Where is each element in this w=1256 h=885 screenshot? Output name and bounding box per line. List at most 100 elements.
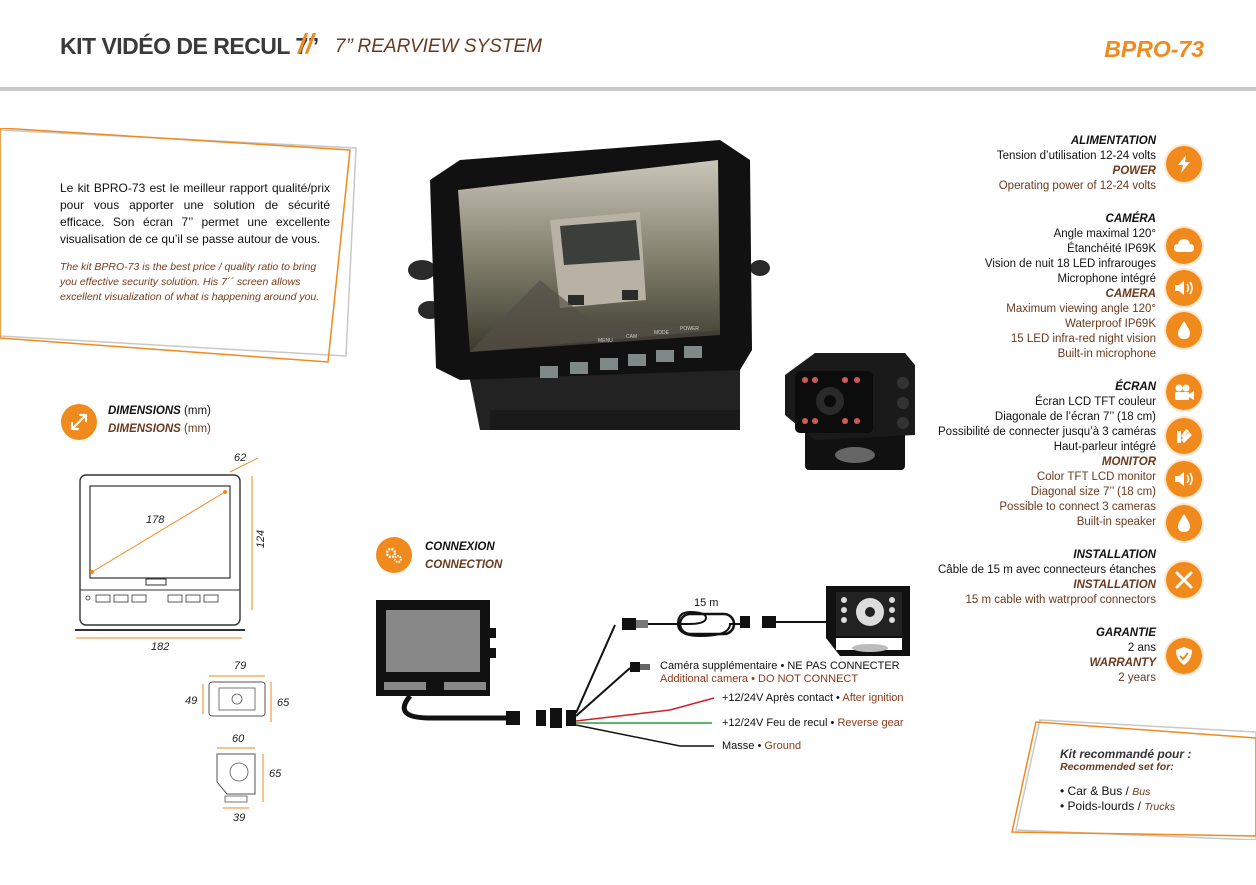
recommended-subtitle: Recommended set for: (1060, 761, 1174, 773)
water-drop-icon-screen (1166, 505, 1202, 541)
spec-camera-line-fr-2: Étanchéité IP69K (1067, 243, 1156, 255)
dimensions-title-en: DIMENSIONS (108, 423, 181, 435)
dimensions-unit-fr: (mm) (184, 405, 211, 417)
spec-screen-line-fr-1: Écran LCD TFT couleur (1034, 396, 1156, 408)
reverse-label-en: Reverse gear (837, 717, 904, 729)
photo-button-cam: CAM (626, 334, 637, 340)
spec-screen-line-en-4: Built-in speaker (1076, 516, 1156, 528)
spec-camera-heading-en: CAMERA (1105, 288, 1156, 300)
photo-button-power: POWER (680, 326, 699, 332)
model-code: BPRO-73 (1104, 36, 1204, 62)
spec-warranty-line-en: 2 years (1118, 672, 1156, 684)
reverse-label-fr: +12/24V Feu de recul • (722, 717, 835, 729)
header-divider (0, 87, 1256, 91)
connection-label-french: CONNEXION (425, 541, 495, 553)
photo-button-menu: MENU (598, 338, 613, 344)
dim-camera-front-height-left: 49 (185, 695, 198, 707)
spec-screen-heading-fr: ÉCRAN (1115, 381, 1156, 393)
speaker-icon-screen (1166, 461, 1202, 497)
spec-warranty: GARANTIE 2 ans WARRANTY 2 years (1090, 626, 1156, 686)
connection-diagram (376, 586, 910, 747)
spec-install-heading-en: INSTALLATION (1073, 579, 1156, 591)
spec-screen-line-en-3: Possible to connect 3 cameras (999, 501, 1156, 513)
photo-button-mode: MODE (654, 330, 670, 336)
camera-side-dimension-drawing (216, 747, 264, 809)
spec-camera-line-en-2: Waterproof IP69K (1065, 318, 1156, 330)
ground-label-en: Ground (764, 740, 802, 752)
dim-camera-front-width: 79 (234, 660, 247, 672)
monitor-product-photo: MENU CAM MODE POWER (408, 140, 770, 430)
spec-warranty-heading-fr: GARANTIE (1095, 627, 1156, 639)
ignition-label-fr: +12/24V Après contact • (722, 692, 840, 704)
ignition-wire-label: +12/24V Après contact • After ignition (722, 692, 904, 704)
dimensions-title-fr: DIMENSIONS (108, 405, 181, 417)
resize-arrows-icon (61, 404, 97, 440)
title-separator: // (298, 28, 314, 59)
recommended-item-trucks-fr: • Poids-lourds / (1060, 799, 1141, 813)
cloud-icon (1166, 228, 1202, 264)
spec-power-line-fr: Tension d’utilisation 12-24 volts (996, 150, 1156, 162)
spec-screen-heading-en: MONITOR (1101, 456, 1156, 468)
spec-camera-line-en-3: 15 LED infra-red night vision (1010, 333, 1156, 345)
recommended-frame (1011, 719, 1256, 840)
gears-icon (376, 537, 412, 573)
spec-screen-line-en-2: Diagonal size 7’’ (18 cm) (1030, 486, 1156, 498)
ground-label-fr: Masse • (722, 740, 762, 752)
page-header: KIT VIDÉO DE RECUL 7’’ // 7’’ REARVIEW S… (0, 0, 1256, 92)
spec-camera: CAMÉRA Angle maximal 120° Étanchéité IP6… (985, 212, 1156, 362)
spec-camera-line-fr-1: Angle maximal 120° (1053, 228, 1156, 240)
spec-screen: ÉCRAN Écran LCD TFT couleur Diagonale de… (938, 380, 1156, 530)
spec-camera-heading-fr: CAMÉRA (1105, 213, 1156, 225)
camera-front-dimension-drawing (202, 675, 272, 722)
recommended-title: Kit recommandé pour : (1060, 747, 1192, 761)
extra-camera-label-fr: Caméra supplémentaire • NE PAS CONNECTER (660, 660, 900, 672)
dim-camera-side-height: 65 (269, 768, 282, 780)
dim-monitor-diagonal: 178 (146, 514, 165, 526)
dimensions-label-french: DIMENSIONS (mm) (108, 402, 211, 420)
color-palette-icon (1166, 418, 1202, 454)
spec-camera-line-fr-4: Microphone intégré (1057, 273, 1156, 285)
spec-camera-line-en-4: Built-in microphone (1057, 348, 1156, 360)
dim-monitor-height: 124 (255, 529, 268, 549)
connection-label-english: CONNECTION (425, 559, 503, 571)
spec-install-line-en: 15 m cable with watrproof connectors (965, 594, 1156, 606)
cable-length-label: 15 m (694, 597, 719, 609)
spec-install-line-fr: Câble de 15 m avec connecteurs étanches (938, 564, 1156, 576)
dim-monitor-depth: 62 (234, 452, 247, 464)
water-drop-icon (1166, 312, 1202, 348)
spec-power-heading-en: POWER (1112, 165, 1156, 177)
recommended-item-bus-fr: • Car & Bus / (1060, 784, 1129, 798)
ground-wire-label: Masse • Ground (722, 740, 801, 752)
lightning-icon (1166, 146, 1202, 182)
spec-screen-line-fr-3: Possibilité de connecter jusqu’à 3 camér… (938, 426, 1156, 438)
spec-screen-line-en-1: Color TFT LCD monitor (1036, 471, 1156, 483)
spec-power: ALIMENTATION Tension d’utilisation 12-24… (997, 134, 1156, 194)
title-english: 7’’ REARVIEW SYSTEM (335, 36, 542, 57)
dim-camera-front-height-right: 65 (277, 697, 290, 709)
tools-icon (1166, 562, 1202, 598)
reverse-wire-label: +12/24V Feu de recul • Reverse gear (722, 717, 904, 729)
recommended-item-trucks-en: Trucks (1144, 801, 1175, 813)
camera-product-photo (785, 353, 915, 470)
monitor-dimension-drawing (75, 457, 259, 639)
dimensions-unit-en: (mm) (184, 423, 211, 435)
recommended-item-bus-en: Bus (1132, 786, 1151, 798)
dim-camera-side-top: 60 (232, 733, 245, 745)
recommended-item-trucks: • Poids-lourds / Trucks (1060, 799, 1175, 813)
video-camera-icon (1166, 374, 1202, 410)
shield-check-icon (1166, 638, 1202, 674)
spec-warranty-line-fr: 2 ans (1127, 642, 1156, 654)
spec-warranty-heading-en: WARRANTY (1089, 657, 1156, 669)
recommended-item-bus: • Car & Bus / Bus (1060, 784, 1150, 798)
ignition-label-en: After ignition (842, 692, 904, 704)
spec-screen-line-fr-2: Diagonale de l’écran 7’’ (18 cm) (994, 411, 1156, 423)
dim-camera-side-bottom: 39 (233, 812, 246, 824)
intro-text-english: The kit BPRO-73 is the best price / qual… (60, 261, 320, 303)
spec-install-heading-fr: INSTALLATION (1073, 549, 1156, 561)
spec-camera-line-en-1: Maximum viewing angle 120° (1006, 303, 1156, 315)
title-french: KIT VIDÉO DE RECUL 7’’ (60, 33, 319, 59)
dim-monitor-width: 182 (151, 641, 170, 653)
spec-power-line-en: Operating power of 12-24 volts (998, 180, 1156, 192)
spec-camera-line-fr-3: Vision de nuit 18 LED infrarouges (984, 258, 1156, 270)
speaker-icon (1166, 270, 1202, 306)
